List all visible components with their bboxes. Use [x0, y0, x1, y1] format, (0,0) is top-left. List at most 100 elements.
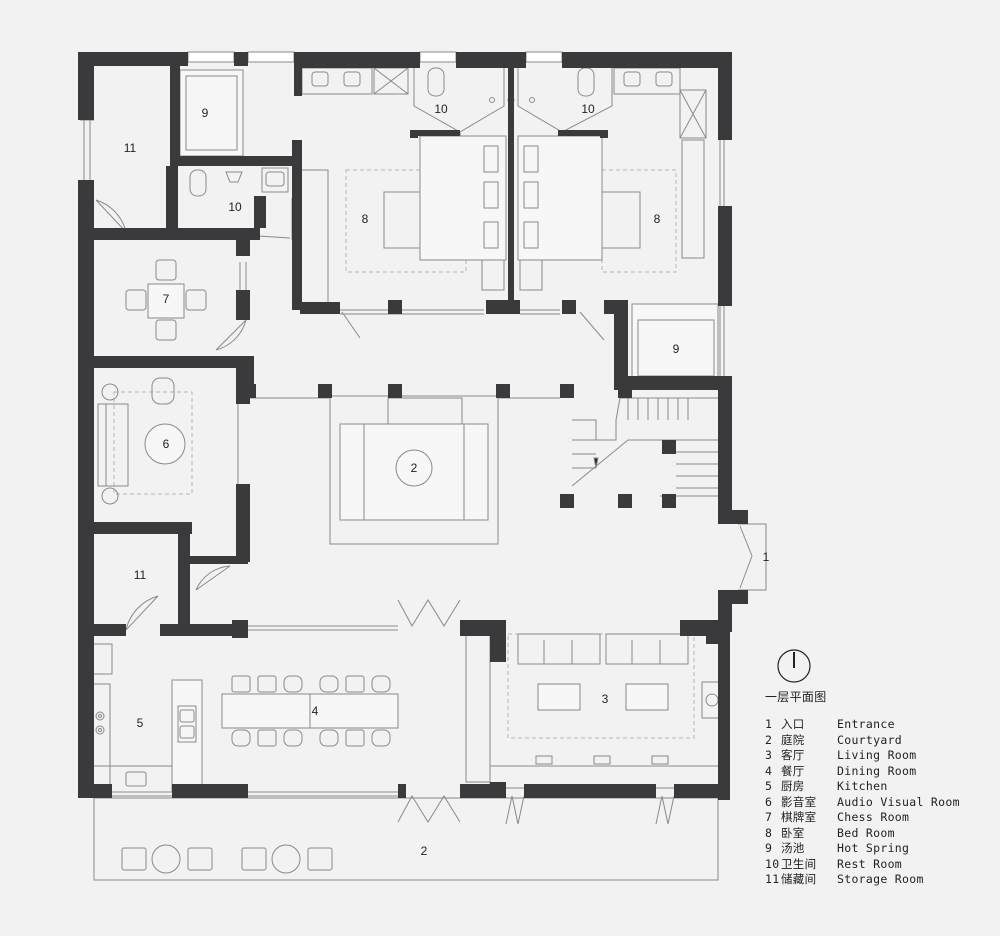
coffee-table-1 [537, 683, 581, 711]
window-north-2 [247, 51, 295, 63]
urinal-icon [225, 171, 243, 183]
legend-item-num: 3 [765, 748, 773, 762]
label-hot-spring-north: 9 [202, 106, 209, 120]
legend-item-en: Audio Visual Room [837, 794, 960, 809]
courtyard-platform [339, 423, 489, 521]
rug-av-room [113, 391, 193, 495]
furniture [80, 51, 767, 881]
sink-icon [311, 71, 329, 87]
legend-item-cn: 储藏间 [781, 872, 817, 886]
legend-item-num: 2 [765, 732, 773, 747]
label-storage-nw: 11 [124, 141, 137, 155]
label-dining-room: 4 [312, 704, 319, 718]
sink-icon [655, 71, 673, 87]
pillow-east [523, 145, 539, 173]
chair-icon [155, 319, 177, 341]
chair-icon [125, 289, 147, 311]
legend-item-num: 4 [765, 763, 773, 778]
bed-west [419, 135, 507, 261]
legend-item: 2 庭院 Courtyard [765, 733, 990, 749]
side-table-icon [101, 487, 119, 505]
label-bed-room-west: 8 [362, 212, 369, 226]
door-swing [215, 319, 247, 351]
sink-icon [125, 771, 147, 787]
label-chess-room: 7 [163, 292, 170, 306]
entrance-door [738, 523, 767, 591]
label-entrance: 1 [763, 550, 770, 564]
legend-item-en: Entrance [837, 717, 895, 731]
label-courtyard-inner: 2 [411, 461, 418, 475]
legend-item-num: 1 [765, 717, 773, 731]
legend-item-num: 8 [765, 825, 773, 840]
nightstand-east [519, 259, 543, 291]
legend-item-en: Courtyard [837, 732, 903, 747]
sofa-living-2 [605, 633, 689, 665]
cabinet-north-east [679, 89, 707, 139]
room-labels: 11 9 10 10 10 8 8 7 9 6 2 1 11 3 4 5 2 [124, 102, 770, 858]
legend-item: 9 汤池 Hot Spring [765, 841, 990, 857]
pillow-east [523, 181, 539, 209]
label-bed-room-east: 8 [654, 212, 661, 226]
legend-item: 1 入口 Entrance [765, 717, 990, 733]
legend-item-en: Hot Spring [837, 841, 910, 855]
pillow-west [483, 221, 499, 249]
door-swing [195, 565, 231, 591]
legend-item-cn: 影音室 [781, 794, 817, 809]
side-table-icon [101, 383, 119, 401]
chair-icon [155, 259, 177, 281]
pillow-west [483, 145, 499, 173]
nightstand-west [481, 259, 505, 291]
legend-item-cn: 入口 [781, 717, 805, 731]
toilet-icon [189, 169, 207, 197]
door-swing [125, 595, 159, 631]
legend-item-cn: 庭院 [781, 732, 805, 747]
door-swing [257, 235, 291, 239]
courtyard-deck [329, 395, 499, 545]
legend-item-num: 10 [765, 856, 780, 871]
lounge-chair-icon [151, 377, 175, 405]
bed-east [517, 135, 603, 261]
legend-item-num: 7 [765, 810, 773, 824]
legend-item-num: 9 [765, 841, 773, 855]
legend-item-cn: 卧室 [781, 825, 805, 840]
hot-spring-tub-north [179, 69, 244, 157]
wardrobe-east [681, 139, 705, 259]
label-rest-room-n1: 10 [434, 102, 448, 116]
chess-table [147, 283, 185, 319]
pillow-east [523, 221, 539, 249]
round-table-av [144, 423, 186, 465]
label-kitchen: 5 [137, 716, 144, 730]
walls [78, 52, 748, 800]
rug-living-room [507, 633, 695, 739]
hot-spring-inner-north [185, 75, 238, 151]
legend-item-cn: 餐厅 [781, 763, 805, 778]
label-storage-sw: 11 [134, 568, 147, 582]
kitchen-island [171, 679, 203, 793]
legend-item-cn: 汤池 [781, 841, 805, 855]
sink-icon [623, 71, 641, 87]
window-north-1 [187, 51, 235, 63]
legend-item-num: 11 [765, 872, 780, 886]
legend-item-en: Storage Room [837, 872, 924, 886]
folding-door-living-2 [655, 795, 675, 825]
coffee-table-2 [625, 683, 669, 711]
label-courtyard-south: 2 [421, 844, 428, 858]
outdoor-seating [121, 844, 333, 874]
legend-item-cn: 棋牌室 [781, 810, 817, 824]
toilet-icon [427, 67, 445, 97]
hot-spring-tub-east [631, 303, 719, 381]
label-living-room: 3 [602, 692, 609, 706]
legend-item-num: 6 [765, 794, 773, 809]
legend-item-en: Living Room [837, 748, 917, 762]
sink-icon [261, 167, 289, 193]
floor-light [593, 755, 611, 765]
label-hot-spring-east: 9 [673, 342, 680, 356]
